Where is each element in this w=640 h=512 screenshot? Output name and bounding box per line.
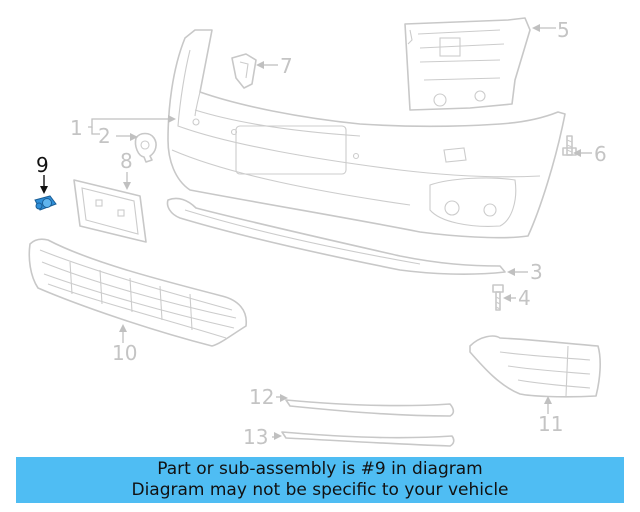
- part-info-banner: Part or sub-assembly is #9 in diagram Di…: [16, 457, 624, 503]
- clip-part-7[interactable]: [231, 53, 257, 89]
- callout-2[interactable]: 2: [98, 124, 111, 148]
- callout-7[interactable]: 7: [280, 54, 293, 78]
- callout-8[interactable]: 8: [120, 149, 133, 173]
- callout-4[interactable]: 4: [518, 286, 531, 310]
- callout-6[interactable]: 6: [594, 142, 607, 166]
- banner-line-1: Part or sub-assembly is #9 in diagram: [157, 459, 483, 479]
- callout-13[interactable]: 13: [243, 425, 268, 449]
- callout-5[interactable]: 5: [557, 18, 570, 42]
- banner-line-2: Diagram may not be specific to your vehi…: [131, 480, 509, 500]
- callout-1[interactable]: 1: [70, 116, 83, 140]
- fog-light-bezel-part-11[interactable]: [469, 335, 601, 398]
- license-plate-bracket-part-8[interactable]: [73, 179, 147, 243]
- screw-part-6[interactable]: [562, 135, 577, 156]
- callout-3[interactable]: 3: [530, 260, 543, 284]
- bumper-cover-part-1[interactable]: [167, 29, 566, 239]
- callout-11[interactable]: 11: [538, 412, 563, 436]
- lower-spoiler-part-3[interactable]: [166, 197, 506, 275]
- mounting-bracket-part-5[interactable]: [404, 17, 531, 111]
- callout-9-highlighted[interactable]: 9: [36, 153, 49, 177]
- screw-part-4[interactable]: [492, 284, 504, 311]
- callout-10[interactable]: 10: [112, 341, 137, 365]
- lower-grille-part-10[interactable]: [28, 238, 247, 347]
- trim-strip-part-13[interactable]: [281, 431, 455, 447]
- leader-lines: [40, 24, 592, 440]
- callout-12[interactable]: 12: [249, 385, 274, 409]
- trim-strip-part-12[interactable]: [285, 399, 455, 417]
- bracket-part-2[interactable]: [134, 132, 157, 163]
- fastener-part-9[interactable]: [34, 195, 57, 211]
- exploded-parts-diagram: 1 2 3 4 5 6 7 8 9 10 11 12 13: [28, 17, 607, 449]
